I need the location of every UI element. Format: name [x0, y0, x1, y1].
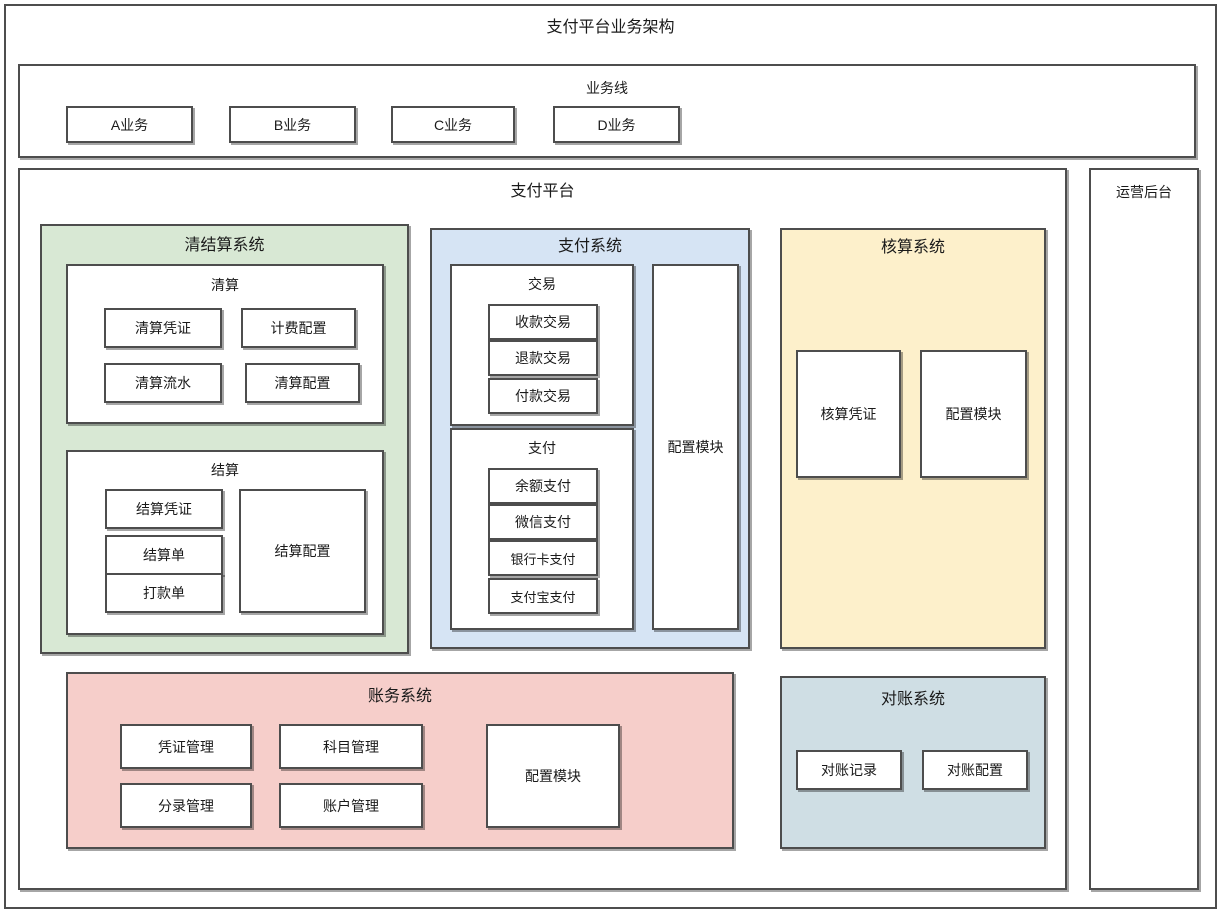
- remittance-order-label: 打款单: [143, 585, 185, 601]
- accounting-config-module[interactable]: 配置模块: [920, 350, 1027, 478]
- bookkeeping-system-title: 账务系统: [367, 688, 432, 705]
- voucher-management[interactable]: 凭证管理: [120, 724, 252, 769]
- alipay-pay-label: 支付宝支付: [510, 589, 576, 605]
- entry-management-label: 分录管理: [158, 797, 214, 814]
- settlement-config-label: 结算配置: [274, 543, 331, 559]
- settlement-voucher[interactable]: 结算凭证: [105, 489, 223, 529]
- bookkeeping-config-module-label: 配置模块: [525, 768, 581, 784]
- business-lines-title: 业务线: [586, 80, 628, 96]
- business-line-c-label: C业务: [433, 116, 473, 133]
- account-management-label: 账户管理: [323, 797, 379, 814]
- balance-pay-label: 余额支付: [515, 478, 571, 494]
- reconciliation-config-label: 对账配置: [947, 762, 1003, 778]
- receipt-transaction[interactable]: 收款交易: [488, 304, 598, 340]
- payment-config-module-label: 配置模块: [667, 439, 724, 455]
- transaction-group-title: 交易: [528, 276, 556, 292]
- business-line-d[interactable]: D业务: [553, 106, 680, 143]
- payout-transaction[interactable]: 付款交易: [488, 378, 598, 414]
- accounting-voucher[interactable]: 核算凭证: [796, 350, 901, 478]
- business-line-c[interactable]: C业务: [391, 106, 515, 143]
- accounting-voucher-label: 核算凭证: [820, 406, 877, 422]
- clearing-flow-label: 清算流水: [135, 375, 191, 391]
- balance-pay[interactable]: 余额支付: [488, 468, 598, 504]
- clearing-config-label: 清算配置: [274, 375, 331, 391]
- receipt-transaction-label: 收款交易: [515, 314, 571, 330]
- clearing-group-title: 清算: [211, 277, 239, 293]
- reconciliation-system-title: 对账系统: [880, 691, 945, 708]
- clearing-config[interactable]: 清算配置: [245, 363, 360, 403]
- settlement-config[interactable]: 结算配置: [239, 489, 366, 613]
- bankcard-pay[interactable]: 银行卡支付: [488, 540, 598, 576]
- reconciliation-config[interactable]: 对账配置: [922, 750, 1028, 790]
- operations-backend-container: [1089, 168, 1199, 890]
- payment-config-module[interactable]: 配置模块: [652, 264, 739, 630]
- entry-management[interactable]: 分录管理: [120, 783, 252, 828]
- business-line-d-label: D业务: [597, 116, 636, 133]
- operations-backend-title: 运营后台: [1116, 184, 1172, 200]
- clearing-flow[interactable]: 清算流水: [104, 363, 222, 403]
- clearing-voucher[interactable]: 清算凭证: [104, 308, 222, 348]
- account-management[interactable]: 账户管理: [279, 783, 423, 828]
- bankcard-pay-label: 银行卡支付: [510, 551, 576, 567]
- subject-management[interactable]: 科目管理: [279, 724, 423, 769]
- wechat-pay[interactable]: 微信支付: [488, 504, 598, 540]
- reconciliation-record[interactable]: 对账记录: [796, 750, 902, 790]
- accounting-config-module-label: 配置模块: [945, 406, 1002, 422]
- settlement-order[interactable]: 结算单: [105, 535, 223, 575]
- refund-transaction[interactable]: 退款交易: [488, 340, 598, 376]
- clearing-settlement-system-title: 清结算系统: [184, 237, 265, 254]
- reconciliation-record-label: 对账记录: [821, 762, 877, 778]
- wechat-pay-label: 微信支付: [515, 514, 571, 530]
- subject-management-label: 科目管理: [323, 738, 379, 755]
- billing-config-label: 计费配置: [270, 320, 327, 336]
- settlement-group-title: 结算: [211, 462, 239, 478]
- business-line-a-label: A业务: [110, 116, 149, 133]
- business-line-a[interactable]: A业务: [66, 106, 193, 143]
- settlement-order-label: 结算单: [143, 547, 185, 563]
- billing-config[interactable]: 计费配置: [241, 308, 356, 348]
- diagram-title: 支付平台业务架构: [546, 19, 675, 36]
- business-line-b[interactable]: B业务: [229, 106, 356, 143]
- remittance-order[interactable]: 打款单: [105, 573, 223, 613]
- alipay-pay[interactable]: 支付宝支付: [488, 578, 598, 614]
- voucher-management-label: 凭证管理: [158, 738, 214, 755]
- bookkeeping-config-module[interactable]: 配置模块: [486, 724, 620, 828]
- clearing-voucher-label: 清算凭证: [135, 320, 191, 336]
- accounting-core-system-title: 核算系统: [880, 239, 945, 256]
- refund-transaction-label: 退款交易: [515, 350, 571, 366]
- pay-group-title: 支付: [528, 440, 556, 456]
- payout-transaction-label: 付款交易: [515, 388, 571, 404]
- payment-system-title: 支付系统: [557, 238, 622, 255]
- business-line-b-label: B业务: [273, 116, 312, 133]
- payment-platform-title: 支付平台: [510, 183, 575, 200]
- settlement-voucher-label: 结算凭证: [136, 501, 192, 517]
